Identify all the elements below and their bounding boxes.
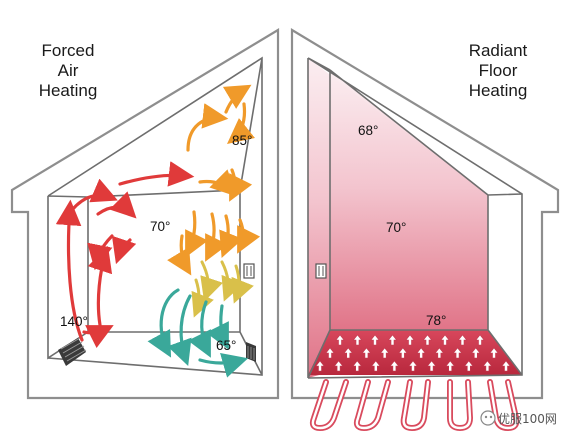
floor-heat-arrow	[398, 347, 408, 359]
floor-heat-arrow	[333, 360, 344, 372]
floor-heat-arrow	[471, 347, 481, 359]
forced-air-temp-top: 85°	[232, 133, 252, 148]
floor-heat-arrow	[482, 360, 493, 372]
floor-heat-arrow	[464, 360, 474, 372]
floor-heat-arrow	[416, 347, 426, 359]
thermostat-right	[315, 263, 327, 279]
floor-heat-arrow	[370, 334, 380, 346]
floor-heat-arrows	[315, 334, 511, 372]
floor-heat-arrow	[501, 360, 511, 372]
floor-vent-left	[58, 337, 87, 366]
warm-air-arrows	[167, 84, 261, 276]
radiant-floor-house: Radiant Floor Heating 68° 70° 78°	[290, 28, 560, 432]
forced-air-title-line-1: Forced	[42, 41, 95, 60]
radiant-title-line-3: Heating	[469, 81, 528, 100]
forced-air-temp-bottom-left: 140°	[60, 314, 88, 329]
floor-heat-arrow	[457, 334, 468, 346]
mild-air-arrows	[191, 260, 254, 318]
radiant-title-line-1: Radiant	[469, 41, 528, 60]
floor-heat-arrow	[371, 360, 381, 372]
floor-heat-arrow	[440, 334, 450, 346]
watermark-text: 优服100网	[498, 412, 557, 426]
floor-heat-arrow	[335, 334, 345, 346]
hot-air-arrows	[55, 161, 195, 349]
floor-heat-arrow	[445, 360, 455, 372]
floor-heat-arrow	[389, 360, 400, 372]
forced-air-house: Forced Air Heating 85° 70° 140° 65°	[10, 28, 280, 400]
radiant-title-line-2: Floor	[479, 61, 518, 80]
cool-air-arrows	[147, 288, 249, 378]
floor-heat-arrow	[422, 334, 433, 346]
floor-heat-arrow	[452, 347, 463, 359]
floor-heat-arrow	[315, 360, 325, 372]
forced-air-temp-bottom-right: 65°	[216, 338, 236, 353]
floor-heat-arrow	[426, 360, 437, 372]
watermark-logo-icon	[480, 410, 496, 426]
radiant-temp-top: 68°	[358, 123, 378, 138]
underfloor-heating-coil-inner	[311, 380, 518, 430]
floor-heat-arrow	[380, 347, 390, 359]
watermark: 优服100网	[480, 410, 557, 426]
floor-heat-arrow	[352, 334, 363, 346]
floor-heat-arrow	[343, 347, 353, 359]
radiant-temp-middle: 70°	[386, 220, 406, 235]
radiant-heat-fill-back	[330, 70, 488, 330]
floor-heat-arrow	[475, 334, 485, 346]
floor-heat-arrow	[387, 334, 398, 346]
forced-air-title-line-3: Heating	[39, 81, 98, 100]
radiant-temp-floor: 78°	[426, 313, 446, 328]
floor-heat-arrow	[361, 347, 372, 359]
floor-heat-arrow	[408, 360, 418, 372]
floor-heat-arrow	[405, 334, 415, 346]
floor-heat-arrow	[434, 347, 444, 359]
thermostat-left	[243, 263, 255, 279]
floor-heat-arrow	[352, 360, 362, 372]
forced-air-title-line-2: Air	[58, 61, 79, 80]
floor-heat-arrow	[489, 347, 499, 359]
radiant-room-outline	[307, 57, 523, 379]
forced-air-temp-middle: 70°	[150, 219, 170, 234]
floor-heat-arrow	[325, 347, 335, 359]
